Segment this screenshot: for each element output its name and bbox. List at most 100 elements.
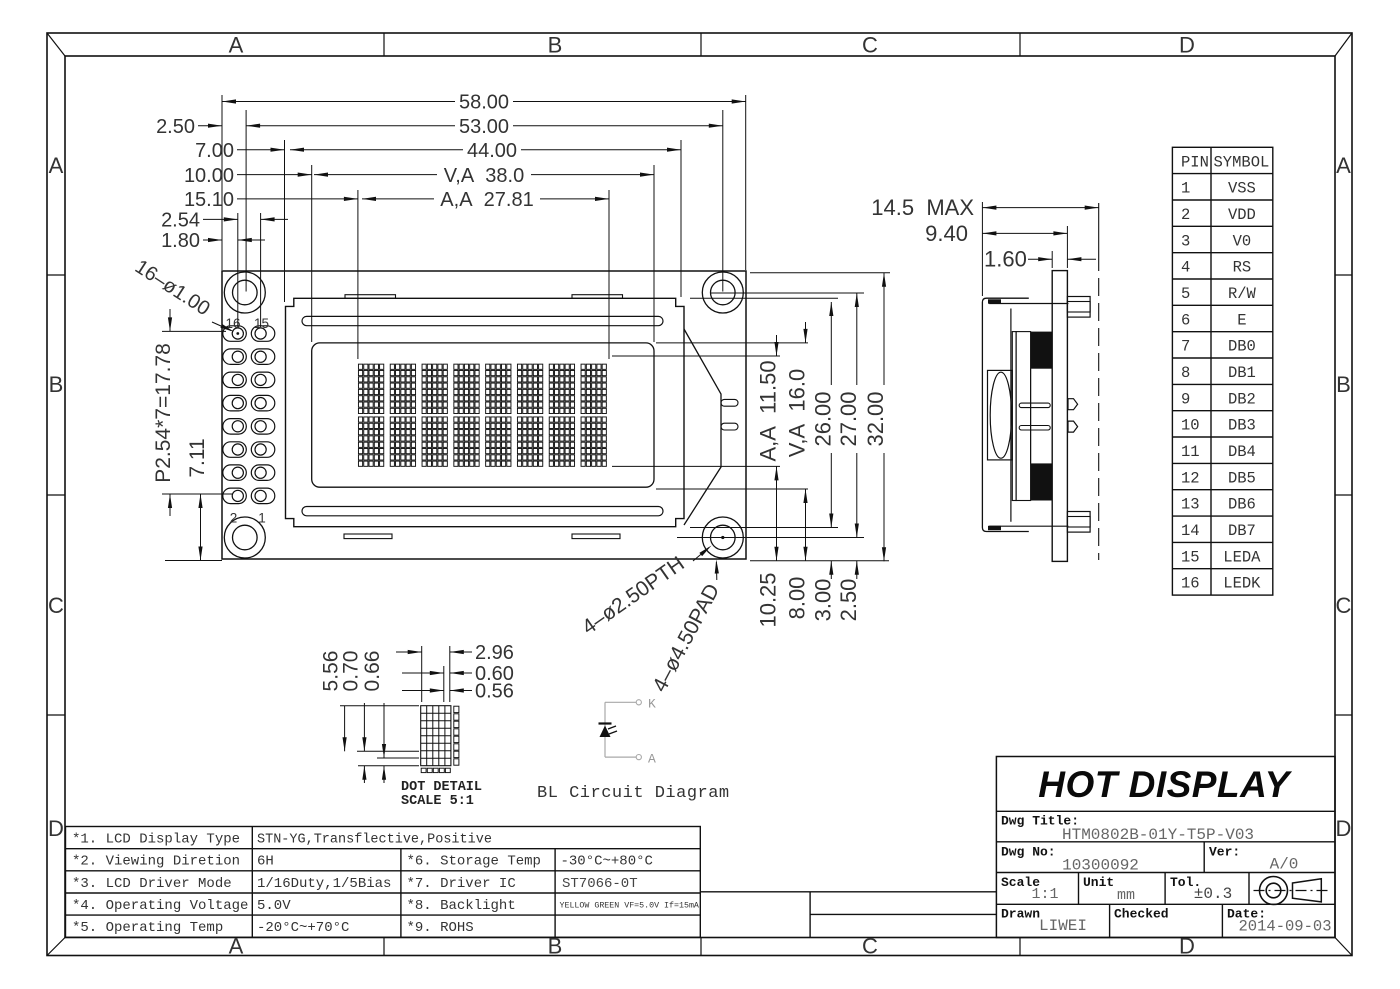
svg-text:26.00: 26.00 bbox=[810, 391, 835, 446]
svg-text:A,A 11.50: A,A 11.50 bbox=[756, 360, 781, 461]
svg-text:C: C bbox=[48, 593, 64, 618]
svg-text:9.40: 9.40 bbox=[925, 221, 968, 246]
svg-text:0.60: 0.60 bbox=[475, 663, 514, 685]
svg-text:2014-09-03: 2014-09-03 bbox=[1238, 918, 1331, 936]
svg-text:DB6: DB6 bbox=[1228, 496, 1256, 514]
svg-text:LEDA: LEDA bbox=[1223, 548, 1261, 566]
svg-text:A: A bbox=[1336, 153, 1351, 178]
svg-text:-30°C~+80°C: -30°C~+80°C bbox=[561, 854, 653, 870]
svg-text:27.00: 27.00 bbox=[836, 391, 861, 446]
svg-text:Dwg No:: Dwg No: bbox=[1001, 845, 1056, 860]
svg-text:6: 6 bbox=[1181, 311, 1190, 329]
svg-text:1.80: 1.80 bbox=[161, 230, 200, 252]
svg-text:DB7: DB7 bbox=[1228, 522, 1256, 540]
svg-text:Scale: Scale bbox=[1001, 875, 1040, 890]
svg-text:LIWEI: LIWEI bbox=[1039, 917, 1087, 935]
svg-text:*2. Viewing Diretion: *2. Viewing Diretion bbox=[72, 854, 240, 870]
svg-text:1: 1 bbox=[1181, 180, 1190, 198]
svg-text:10.25: 10.25 bbox=[756, 572, 781, 627]
svg-text:R/W: R/W bbox=[1228, 285, 1257, 303]
svg-text:Tol.: Tol. bbox=[1170, 875, 1201, 890]
svg-text:DB4: DB4 bbox=[1228, 443, 1256, 461]
svg-text:7.11: 7.11 bbox=[186, 438, 209, 477]
svg-text:A/0: A/0 bbox=[1270, 856, 1299, 874]
svg-text:58.00: 58.00 bbox=[459, 92, 509, 114]
svg-text:15.10: 15.10 bbox=[184, 189, 234, 211]
svg-text:P2.54*7=17.78: P2.54*7=17.78 bbox=[152, 343, 175, 483]
svg-text:*8. Backlight: *8. Backlight bbox=[407, 898, 516, 914]
svg-text:YELLOW GREEN VF=5.0V If=15mA: YELLOW GREEN VF=5.0V If=15mA bbox=[560, 901, 699, 911]
svg-text:SYMBOL: SYMBOL bbox=[1214, 153, 1270, 171]
svg-text:1:1: 1:1 bbox=[1031, 886, 1058, 903]
svg-text:15: 15 bbox=[1181, 548, 1200, 566]
svg-text:DB1: DB1 bbox=[1228, 364, 1256, 382]
svg-text:mm: mm bbox=[1117, 887, 1135, 904]
svg-text:Drawn: Drawn bbox=[1001, 907, 1040, 922]
svg-text:±0.3: ±0.3 bbox=[1194, 885, 1232, 903]
svg-text:DOT DETAIL: DOT DETAIL bbox=[401, 780, 482, 795]
svg-text:44.00: 44.00 bbox=[467, 140, 517, 162]
svg-text:2.50: 2.50 bbox=[836, 579, 861, 622]
svg-text:16: 16 bbox=[1181, 575, 1200, 593]
svg-text:Checked: Checked bbox=[1114, 907, 1169, 922]
svg-text:7: 7 bbox=[1181, 338, 1190, 356]
svg-text:A: A bbox=[49, 153, 64, 178]
svg-text:12: 12 bbox=[1181, 469, 1200, 487]
svg-text:0.56: 0.56 bbox=[475, 681, 514, 703]
svg-text:15: 15 bbox=[254, 316, 269, 331]
svg-text:B: B bbox=[1336, 372, 1351, 397]
svg-text:2: 2 bbox=[230, 511, 238, 526]
svg-text:4: 4 bbox=[1181, 259, 1190, 277]
svg-text:*9. ROHS: *9. ROHS bbox=[407, 920, 474, 936]
svg-text:*3. LCD Driver Mode: *3. LCD Driver Mode bbox=[72, 876, 232, 892]
svg-text:1/16Duty,1/5Bias: 1/16Duty,1/5Bias bbox=[257, 876, 391, 892]
svg-text:K: K bbox=[648, 697, 656, 712]
svg-text:BL Circuit Diagram: BL Circuit Diagram bbox=[537, 784, 730, 803]
svg-text:*5. Operating Temp: *5. Operating Temp bbox=[72, 920, 223, 936]
svg-text:A,A 27.81: A,A 27.81 bbox=[440, 189, 533, 211]
svg-text:1.60: 1.60 bbox=[984, 247, 1027, 272]
svg-text:V,A 38.0: V,A 38.0 bbox=[444, 165, 524, 187]
svg-text:V0: V0 bbox=[1233, 232, 1252, 250]
svg-text:2.54: 2.54 bbox=[161, 210, 200, 232]
svg-text:6H: 6H bbox=[257, 854, 274, 870]
svg-text:0.66: 0.66 bbox=[361, 651, 384, 692]
svg-text:D: D bbox=[48, 816, 64, 841]
svg-text:10.00: 10.00 bbox=[184, 165, 234, 187]
svg-text:Unit: Unit bbox=[1083, 875, 1114, 890]
svg-text:LEDK: LEDK bbox=[1223, 575, 1261, 593]
svg-text:A: A bbox=[229, 33, 244, 58]
svg-text:ST7066-0T: ST7066-0T bbox=[562, 876, 638, 892]
svg-text:2.96: 2.96 bbox=[475, 642, 514, 664]
svg-text:2: 2 bbox=[1181, 206, 1190, 224]
svg-text:*7. Driver IC: *7. Driver IC bbox=[407, 876, 516, 892]
svg-text:14.5 MAX: 14.5 MAX bbox=[871, 195, 974, 220]
svg-text:5.0V: 5.0V bbox=[257, 898, 291, 914]
svg-text:V,A 16.0: V,A 16.0 bbox=[785, 369, 810, 457]
svg-text:C: C bbox=[862, 934, 878, 959]
svg-text:B: B bbox=[548, 33, 563, 58]
svg-text:PIN: PIN bbox=[1181, 153, 1209, 171]
svg-text:DB0: DB0 bbox=[1228, 338, 1256, 356]
svg-text:32.00: 32.00 bbox=[863, 391, 888, 446]
svg-text:DB2: DB2 bbox=[1228, 390, 1256, 408]
svg-text:16: 16 bbox=[225, 316, 240, 331]
svg-text:SCALE 5:1: SCALE 5:1 bbox=[401, 794, 474, 809]
svg-text:D: D bbox=[1179, 33, 1195, 58]
svg-text:B: B bbox=[548, 934, 563, 959]
svg-text:10300092: 10300092 bbox=[1062, 857, 1139, 875]
svg-text:3: 3 bbox=[1181, 232, 1190, 250]
svg-text:8: 8 bbox=[1181, 364, 1190, 382]
svg-text:3.00: 3.00 bbox=[810, 579, 835, 622]
svg-text:5.56: 5.56 bbox=[320, 651, 343, 692]
svg-text:2.50: 2.50 bbox=[156, 116, 195, 138]
svg-text:4–ø4.50PAD: 4–ø4.50PAD bbox=[648, 580, 724, 696]
svg-text:11: 11 bbox=[1181, 443, 1200, 461]
svg-text:16–ø1.00: 16–ø1.00 bbox=[131, 256, 214, 320]
svg-text:C: C bbox=[1336, 593, 1352, 618]
svg-text:0.70: 0.70 bbox=[339, 651, 362, 692]
svg-text:D: D bbox=[1179, 934, 1195, 959]
svg-text:D: D bbox=[1336, 816, 1352, 841]
svg-text:*4. Operating Voltage: *4. Operating Voltage bbox=[72, 898, 248, 914]
svg-text:1: 1 bbox=[258, 511, 266, 526]
